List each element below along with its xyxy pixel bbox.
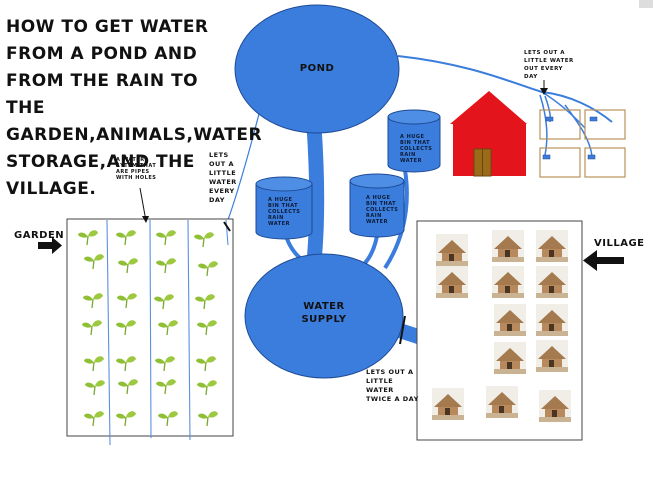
- tank-3-label: A huge bin that collects rain water: [400, 134, 433, 164]
- barn: [450, 91, 527, 177]
- rain-tank-1: [255, 176, 313, 240]
- pond: [234, 4, 400, 134]
- garden-label: Garden: [14, 230, 65, 241]
- water-supply-label: Water supply: [301, 301, 347, 325]
- rain-tank-2: [349, 173, 405, 238]
- garden-arrow: [38, 237, 62, 254]
- pond-to-animals-pipe: [397, 55, 613, 123]
- animal-pens: [539, 109, 626, 178]
- diagram-title: How to get water from a pond and from th…: [6, 17, 263, 199]
- pond-label: Pond: [299, 63, 335, 74]
- village-valve-note: Lets out a little water twice a day: [366, 368, 419, 403]
- rain-tank-3: [387, 109, 441, 173]
- animals-valve-note: Lets out a little water out every day: [524, 50, 574, 80]
- watering-system-note: A water sytem that are pipes with holes: [116, 157, 157, 181]
- tank-1-label: A huge bin that collects rain water: [268, 197, 301, 227]
- village-label: Village: [594, 238, 645, 249]
- water-supply: [244, 253, 404, 379]
- garden-valve-note: Lets out a little water every day: [209, 151, 237, 204]
- village-arrow: [583, 250, 624, 271]
- tank-2-label: A huge bin that collects rain water: [366, 195, 399, 225]
